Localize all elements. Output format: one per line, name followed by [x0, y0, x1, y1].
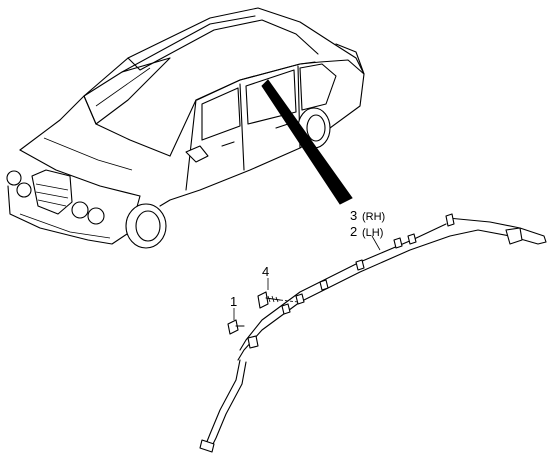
callout-number-1: 1	[230, 294, 237, 309]
callout-side-rh: (RH)	[362, 211, 385, 223]
callout-number-2: 2	[350, 224, 357, 239]
location-pointer	[261, 79, 353, 205]
sedan-car-illustration	[6, 7, 365, 249]
curtain-airbag-module	[199, 213, 547, 453]
bolt	[257, 291, 281, 309]
leader-2-3	[371, 235, 381, 251]
clip	[227, 319, 245, 335]
callout-number-3: 3	[350, 208, 357, 223]
bolt-leader-dashed	[279, 299, 299, 303]
callout-side-lh: (LH)	[362, 227, 383, 239]
callout-number-4: 4	[262, 264, 269, 279]
